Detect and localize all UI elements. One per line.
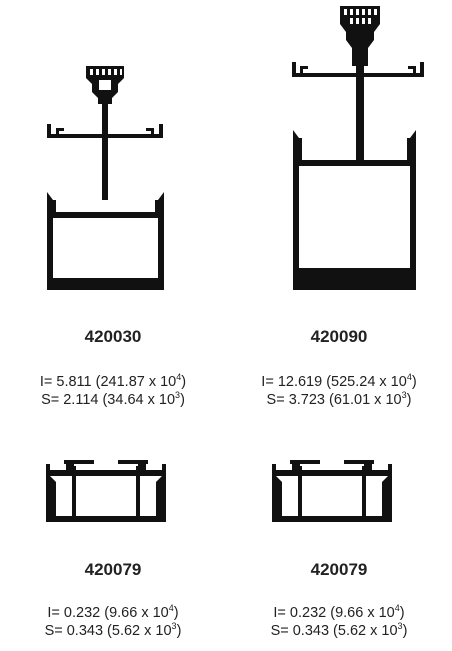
profile-code-420079: 420079 bbox=[84, 560, 142, 579]
moment-of-inertia: I= 12.619 (525.24 x 104) bbox=[261, 372, 417, 390]
section-modulus: S= 3.723 (61.01 x 103) bbox=[266, 390, 412, 408]
section-properties-420030: I= 5.811 (241.87 x 104) S= 2.114 (34.64 … bbox=[0, 373, 226, 409]
section-modulus: S= 0.343 (5.62 x 103) bbox=[270, 621, 408, 639]
moment-of-inertia: I= 0.232 (9.66 x 104) bbox=[273, 603, 405, 621]
section-properties-420079: I= 0.232 (9.66 x 104) S= 0.343 (5.62 x 1… bbox=[0, 604, 226, 640]
profile-420079-drawing bbox=[46, 460, 166, 522]
profile-420079-drawing-2 bbox=[272, 460, 392, 522]
profile-code-420030: 420030 bbox=[84, 327, 142, 346]
section-properties-420079-2: I= 0.232 (9.66 x 104) S= 0.343 (5.62 x 1… bbox=[226, 604, 452, 640]
section-modulus: S= 0.343 (5.62 x 103) bbox=[44, 621, 182, 639]
section-modulus: S= 2.114 (34.64 x 103) bbox=[41, 390, 185, 408]
profile-code-420090: 420090 bbox=[310, 327, 368, 346]
section-properties-420090: I= 12.619 (525.24 x 104) S= 3.723 (61.01… bbox=[226, 373, 452, 409]
profile-420090-drawing bbox=[292, 6, 424, 290]
moment-of-inertia: I= 5.811 (241.87 x 104) bbox=[39, 372, 187, 390]
moment-of-inertia: I= 0.232 (9.66 x 104) bbox=[47, 603, 179, 621]
profile-code-420079-2: 420079 bbox=[310, 560, 368, 579]
profile-420030-drawing bbox=[47, 66, 164, 290]
